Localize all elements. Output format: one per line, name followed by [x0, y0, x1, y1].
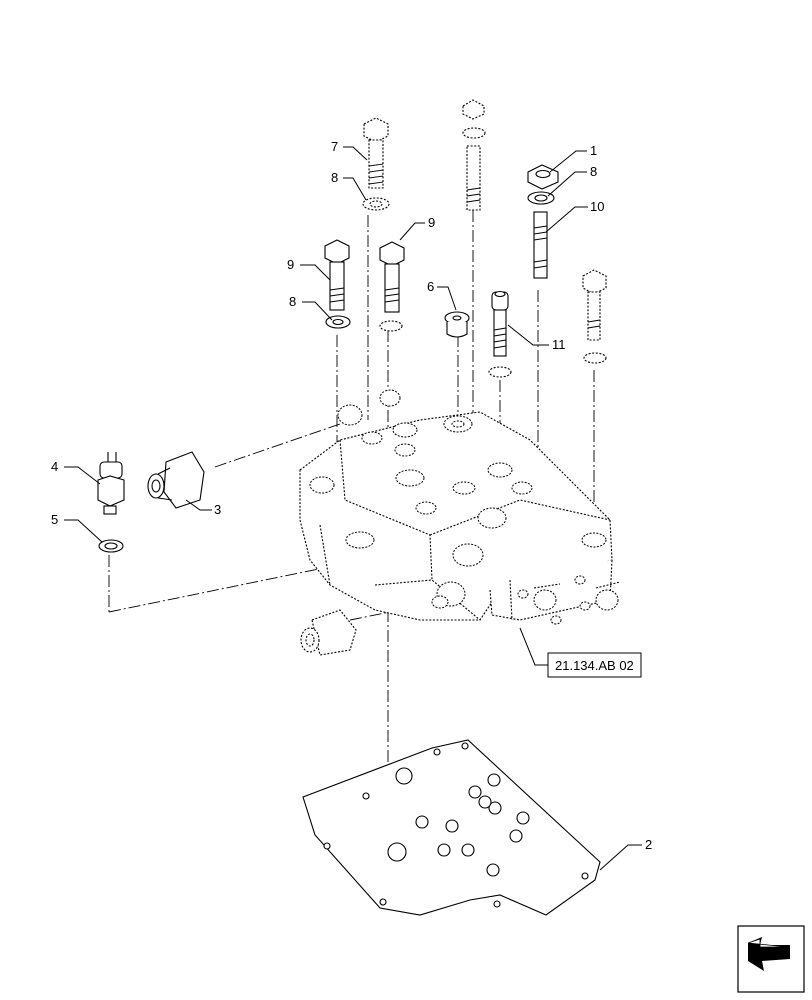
- bolt-11: [491, 290, 509, 357]
- bolt-9-right: [379, 241, 405, 313]
- bolt-7: [363, 117, 389, 189]
- callout-1: 1: [590, 143, 597, 158]
- callout-9-left: 9: [287, 257, 294, 272]
- callout-11: 11: [552, 337, 566, 352]
- callout-6: 6: [427, 279, 434, 294]
- seal-5: [98, 539, 124, 553]
- reference-box[interactable]: 21.134.AB 02: [547, 652, 642, 678]
- callout-10: 10: [590, 199, 604, 214]
- fitting-3: [147, 451, 205, 509]
- arrow-navigation-icon[interactable]: [737, 925, 805, 993]
- callout-3: 3: [214, 502, 221, 517]
- callout-5: 5: [51, 512, 58, 527]
- leader-lines: [64, 146, 642, 871]
- gasket-plate-2: [302, 739, 601, 916]
- stud-top-center: [462, 99, 486, 211]
- stud-10: [533, 211, 548, 279]
- washer-under-bolt-11: [488, 366, 512, 378]
- sensor-4: [97, 452, 125, 515]
- callout-labels: 1 2 3 4 5 6 7 8 8 8 9 9 10 11: [51, 139, 652, 852]
- washer-under-bolt-9: [379, 320, 403, 332]
- washer-8-left: [325, 315, 351, 329]
- bolt-right-dashed: [582, 269, 607, 364]
- callout-8-top: 8: [331, 170, 338, 185]
- washer-8-top: [362, 197, 390, 211]
- plug-6: [444, 311, 470, 338]
- callout-2: 2: [645, 837, 652, 852]
- bolt-9-left: [324, 239, 350, 311]
- valve-block: [299, 389, 621, 625]
- callout-9-right: 9: [428, 215, 435, 230]
- callout-8-left: 8: [289, 294, 296, 309]
- fitting-lower-left: [300, 609, 357, 656]
- callout-7: 7: [331, 139, 338, 154]
- washer-8-right: [527, 191, 555, 205]
- callout-8-right: 8: [590, 164, 597, 179]
- callout-4: 4: [51, 459, 58, 474]
- reference-label: 21.134.AB 02: [555, 658, 634, 673]
